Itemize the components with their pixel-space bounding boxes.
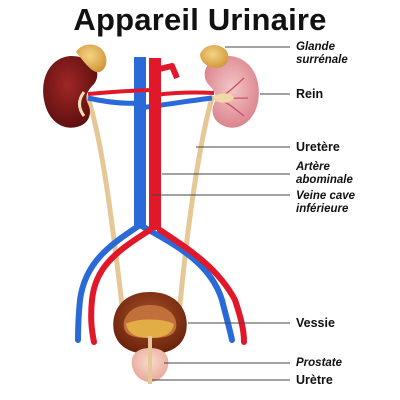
label-artere-abominale: Artère abominale [296, 161, 353, 186]
ureter-right [177, 95, 215, 308]
ureter-left [85, 95, 125, 308]
renal-artery-left [87, 88, 156, 96]
adrenal-right [200, 45, 229, 68]
label-uretre: Urètre [296, 373, 333, 387]
bladder [113, 292, 187, 354]
label-glande-surrenale: Glande surrénale [296, 41, 348, 66]
vena-cava [75, 57, 235, 343]
label-prostate: Prostate [296, 357, 343, 369]
iliac-vein-left [75, 222, 143, 343]
label-vessie: Vessie [296, 316, 335, 330]
iliac-artery-right [157, 227, 247, 345]
label-uretere: Uretère [296, 140, 340, 154]
leader-lines [152, 46, 290, 381]
renal-vein-right [139, 95, 213, 111]
kidney-right [200, 45, 259, 128]
page-title: Appareil Urinaire [73, 2, 327, 37]
iliac-artery-left [88, 227, 153, 345]
iliac-vein-right [137, 222, 235, 343]
label-rein: Rein [296, 87, 324, 101]
adrenal-left [76, 44, 107, 73]
label-veine-cave: Veine cave inférieure [296, 190, 356, 215]
renal-artery-right [154, 90, 215, 97]
kidney-left [43, 44, 107, 128]
aorta-branch-top [154, 63, 180, 80]
aorta [87, 58, 247, 345]
ureters [85, 95, 215, 308]
renal-vein-left [87, 95, 141, 106]
